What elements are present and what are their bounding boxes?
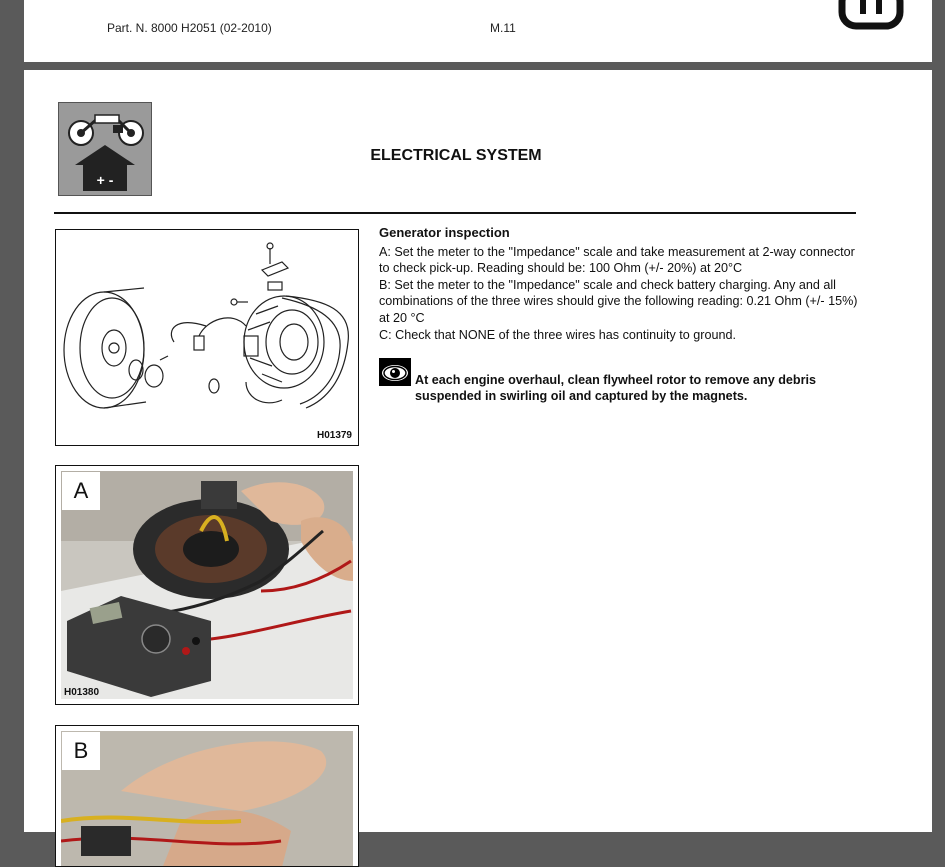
step-c-text: C: Check that NONE of the three wires ha… (379, 327, 736, 342)
photo-multimeter-stator: A (61, 471, 353, 699)
battery-polarity-symbols: + - (97, 172, 114, 188)
figure-code: H01380 (64, 687, 100, 698)
photo-connector-test: B (61, 731, 353, 866)
photo-letter: B (62, 732, 100, 770)
inspection-text: Generator inspection A: Set the meter to… (379, 225, 859, 343)
eye-icon (379, 358, 411, 386)
figure-code: H01379 (316, 430, 352, 441)
generator-exploded-diagram (63, 242, 349, 409)
figure-generator-diagram: H01379 (55, 229, 359, 446)
figure-b-photo: B (55, 725, 359, 867)
section-heading: Generator inspection (379, 225, 510, 240)
note-text: At each engine overhaul, clean flywheel … (415, 373, 817, 403)
section-title: ELECTRICAL SYSTEM (370, 147, 542, 164)
motorcycle-battery-icon: + - (58, 102, 152, 196)
manual-page: + - ELECTRICAL SYSTEM (24, 70, 932, 867)
photo-letter: A (62, 472, 100, 510)
step-a-text: A: Set the meter to the "Impedance" scal… (379, 244, 855, 276)
page-header-strip: Part. N. 8000 H2051 (02-2010) M.11 (24, 0, 932, 62)
title-divider (54, 212, 856, 214)
brand-logo-icon (838, 0, 904, 30)
figure-a-photo: A H01380 (55, 465, 359, 705)
part-number: Part. N. 8000 H2051 (02-2010) (107, 21, 272, 35)
step-b-text: B: Set the meter to the "Impedance" scal… (379, 277, 858, 325)
page-code: M.11 (490, 21, 516, 35)
